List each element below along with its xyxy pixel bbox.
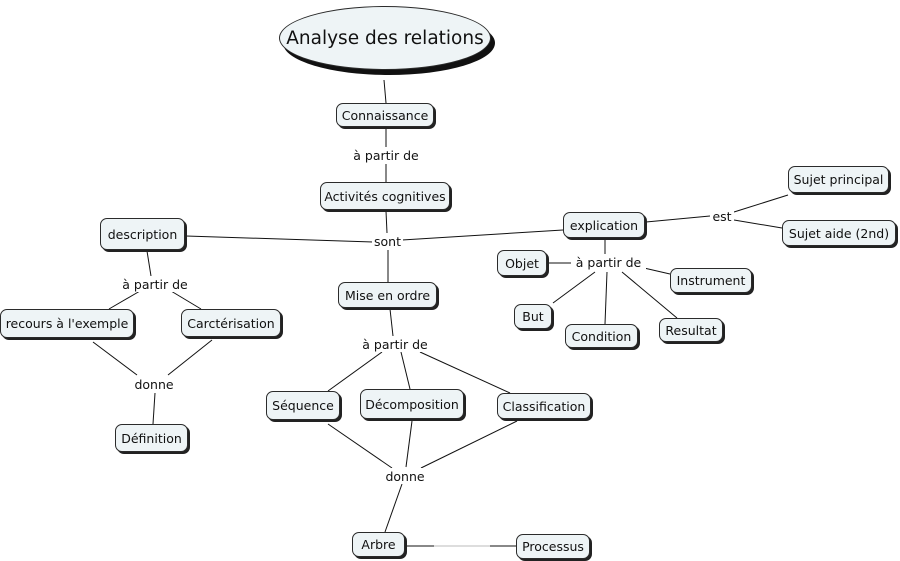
- concept-processus[interactable]: Processus: [516, 534, 590, 559]
- connector-line: [92, 341, 138, 376]
- concept-decomposition[interactable]: Décomposition: [360, 389, 464, 419]
- connector-line: [733, 194, 789, 213]
- connector-line: [405, 420, 413, 468]
- connector-line: [389, 308, 394, 337]
- link-donne-2[interactable]: donne: [382, 468, 428, 484]
- connector-line: [185, 235, 374, 243]
- connector-line: [420, 420, 518, 469]
- link-a-partir-de-1[interactable]: à partir de: [348, 147, 424, 164]
- connector-line: [327, 351, 383, 392]
- root-node[interactable]: Analyse des relations: [279, 6, 497, 76]
- connector-line: [170, 290, 202, 310]
- concept-definition[interactable]: Définition: [115, 424, 188, 452]
- concept-resultat[interactable]: Resultat: [659, 318, 723, 342]
- connector-line: [108, 290, 141, 310]
- concept-instrument[interactable]: Instrument: [670, 268, 752, 293]
- concept-condition[interactable]: Condition: [565, 324, 638, 348]
- concept-classification[interactable]: Classification: [497, 393, 591, 419]
- concept-sequence[interactable]: Séquence: [266, 391, 340, 420]
- root-node-label: Analyse des relations: [279, 6, 491, 70]
- connector-line: [645, 215, 711, 223]
- concept-objet[interactable]: Objet: [497, 250, 547, 276]
- link-est[interactable]: est: [710, 208, 734, 225]
- connector-line: [419, 351, 511, 394]
- link-sont[interactable]: sont: [372, 233, 403, 250]
- concept-but[interactable]: But: [514, 304, 552, 329]
- concept-recours-a-l-exemple[interactable]: recours à l'exemple: [0, 309, 134, 338]
- connector-line: [604, 271, 608, 325]
- connector-line: [167, 339, 213, 376]
- concept-connaissance[interactable]: Connaissance: [336, 103, 434, 127]
- link-a-partir-de-4[interactable]: à partir de: [357, 336, 433, 352]
- concept-description[interactable]: description: [100, 218, 185, 250]
- concept-arbre[interactable]: Arbre: [352, 532, 405, 557]
- connector-line: [733, 219, 783, 229]
- link-a-partir-de-3[interactable]: à partir de: [117, 276, 193, 292]
- connector-line: [383, 79, 387, 104]
- connector-line: [621, 271, 678, 319]
- concept-sujet-principal[interactable]: Sujet principal: [788, 166, 889, 193]
- connector-line: [146, 250, 152, 277]
- connector-line: [401, 229, 564, 241]
- connector-line: [400, 351, 411, 390]
- connector-line: [152, 392, 156, 425]
- link-donne-1[interactable]: donne: [131, 376, 177, 392]
- connector-line: [384, 483, 403, 533]
- concept-carcterisation[interactable]: Carctérisation: [181, 309, 281, 337]
- concept-explication[interactable]: explication: [563, 212, 645, 238]
- concept-activites-cognitives[interactable]: Activités cognitives: [320, 182, 450, 210]
- concept-sujet-aide[interactable]: Sujet aide (2nd): [782, 220, 896, 246]
- connector-line: [643, 267, 671, 275]
- connector-line: [552, 271, 596, 304]
- connector-line: [327, 423, 393, 469]
- connector-line: [385, 210, 388, 234]
- concept-mise-en-ordre[interactable]: Mise en ordre: [338, 282, 437, 308]
- link-a-partir-de-2[interactable]: à partir de: [571, 254, 646, 271]
